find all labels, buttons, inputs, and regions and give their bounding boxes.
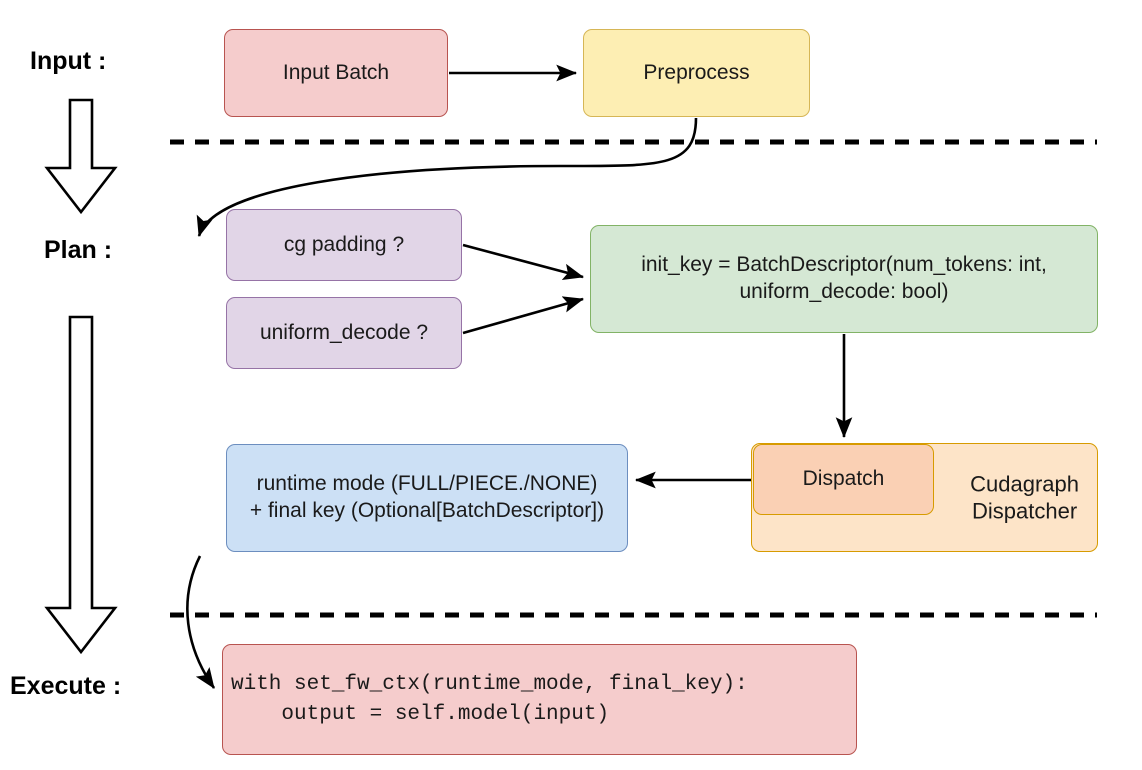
node-init-key[interactable]: init_key = BatchDescriptor(num_tokens: i… <box>590 225 1098 333</box>
node-input-batch-label: Input Batch <box>282 60 390 84</box>
node-cg-padding-label: cg padding ? <box>283 232 405 256</box>
node-input-batch[interactable]: Input Batch <box>224 29 448 117</box>
node-cg-padding[interactable]: cg padding ? <box>226 209 462 281</box>
stage-label-input: Input : <box>30 47 107 75</box>
stage-label-plan: Plan : <box>44 236 113 264</box>
node-preprocess[interactable]: Preprocess <box>583 29 810 117</box>
node-dispatch[interactable]: Dispatch <box>753 444 934 515</box>
node-uniform-decode-label: uniform_decode ? <box>259 320 429 344</box>
node-dispatch-label: Dispatch <box>802 467 885 491</box>
node-runtime-mode-label: runtime mode (FULL/PIECE./NONE) + final … <box>249 472 605 522</box>
node-preprocess-label: Preprocess <box>643 60 750 84</box>
node-runtime-mode[interactable]: runtime mode (FULL/PIECE./NONE) + final … <box>226 444 628 552</box>
node-cudagraph-dispatcher-label: Cudagraph Dispatcher <box>970 470 1079 524</box>
node-execute-code[interactable]: with set_fw_ctx(runtime_mode, final_key)… <box>222 644 857 755</box>
node-execute-code-label: with set_fw_ctx(runtime_mode, final_key)… <box>231 672 748 726</box>
node-init-key-label: init_key = BatchDescriptor(num_tokens: i… <box>641 253 1047 303</box>
stage-label-execute: Execute : <box>10 672 122 700</box>
node-uniform-decode[interactable]: uniform_decode ? <box>226 297 462 369</box>
